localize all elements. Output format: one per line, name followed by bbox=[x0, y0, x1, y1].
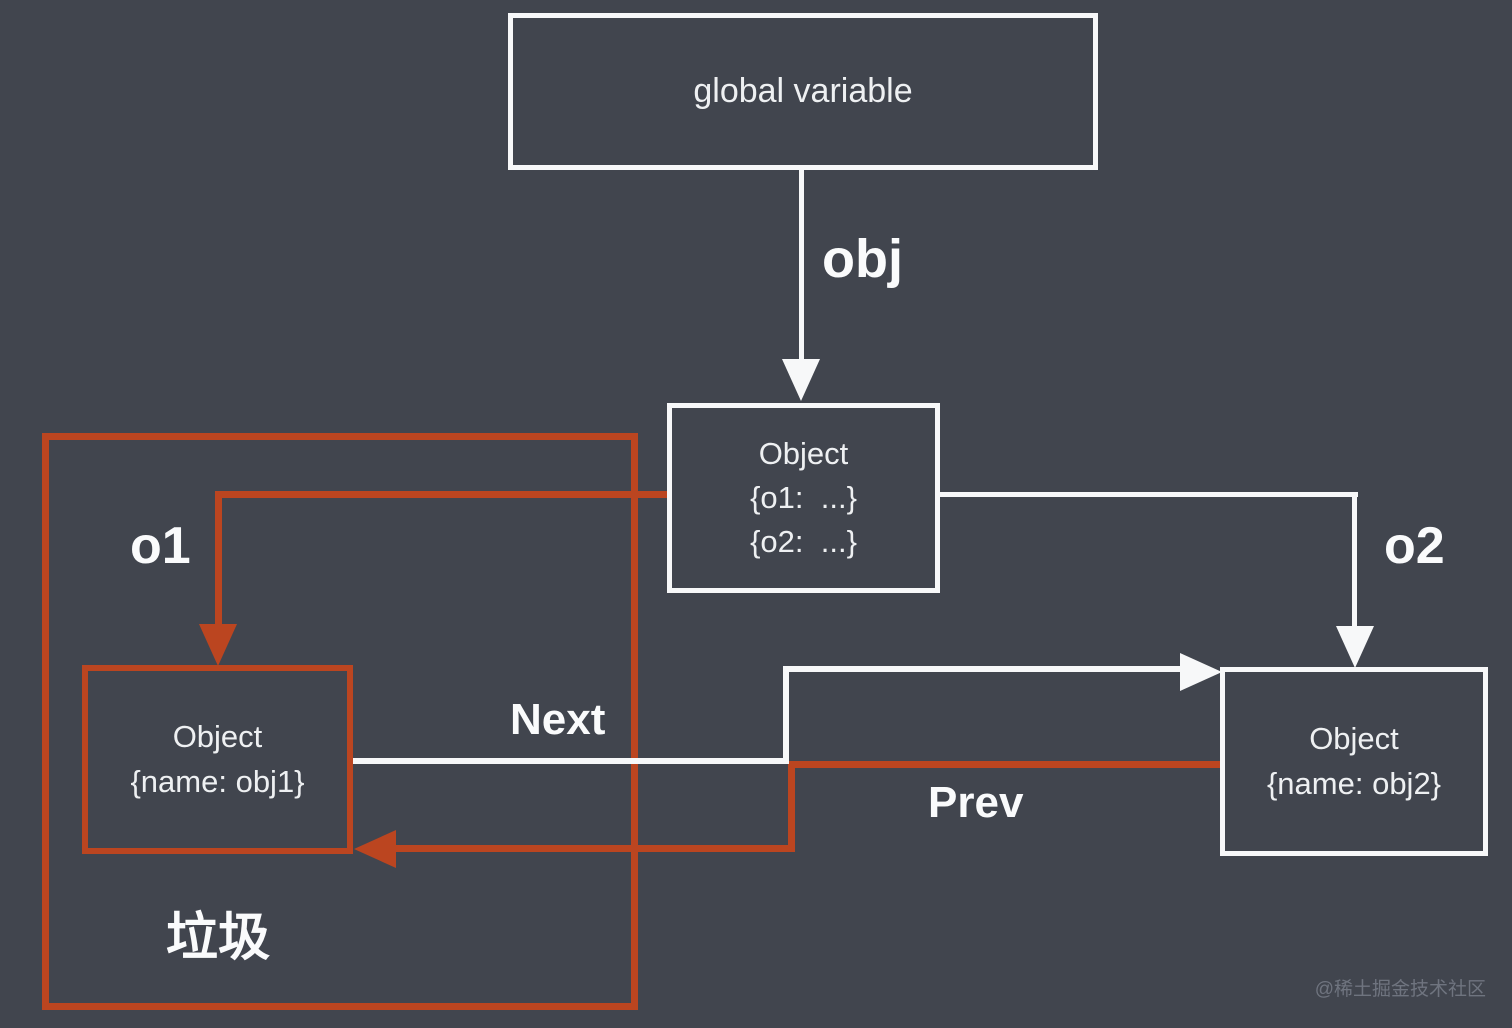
o2-arrowhead-icon bbox=[1336, 626, 1374, 668]
o1-arrowhead-icon bbox=[199, 624, 237, 666]
edge-next-line-to-obj2 bbox=[783, 666, 1184, 672]
edge-o2-line-vertical bbox=[1352, 492, 1357, 628]
edge-next-line-from-obj1 bbox=[352, 758, 789, 764]
node-root-object: Object {o1: ...} {o2: ...} bbox=[667, 403, 940, 593]
edge-prev-line-to-obj1 bbox=[394, 845, 795, 852]
edge-o1-line-horizontal bbox=[215, 491, 668, 498]
edge-label-obj: obj bbox=[822, 229, 903, 289]
root-object-prop-o2: {o2: ...} bbox=[750, 524, 857, 559]
node-obj2: Object {name: obj2} bbox=[1220, 667, 1488, 856]
root-object-title: Object bbox=[758, 435, 849, 471]
edge-label-o1: o1 bbox=[130, 517, 191, 575]
obj2-title: Object bbox=[1309, 721, 1399, 757]
node-global-variable: global variable bbox=[508, 13, 1098, 170]
obj2-prop-name: {name: obj2} bbox=[1266, 765, 1442, 801]
prev-arrowhead-icon bbox=[354, 830, 396, 868]
obj1-prop-name: {name: obj1} bbox=[130, 763, 305, 799]
garbage-label: 垃圾 bbox=[166, 909, 271, 967]
edge-label-prev: Prev bbox=[928, 778, 1024, 827]
obj1-title: Object bbox=[172, 719, 263, 755]
edge-prev-line-vertical bbox=[788, 761, 795, 852]
edge-o2-line-horizontal bbox=[938, 492, 1358, 497]
obj-arrowhead-icon bbox=[782, 359, 820, 401]
global-variable-label: global variable bbox=[693, 72, 913, 111]
edge-next-line-vertical bbox=[783, 666, 789, 764]
next-arrowhead-icon bbox=[1180, 653, 1222, 691]
root-object-prop-o1: {o1: ...} bbox=[750, 479, 857, 515]
node-obj1: Object {name: obj1} bbox=[82, 665, 353, 854]
edge-o1-line-vertical bbox=[215, 491, 222, 624]
edge-label-o2: o2 bbox=[1384, 517, 1445, 575]
watermark-text: @稀土掘金技术社区 bbox=[1314, 979, 1486, 1000]
edge-prev-line-from-obj2 bbox=[791, 761, 1220, 768]
garbage-region-outline bbox=[42, 433, 638, 1010]
edge-obj-line bbox=[799, 170, 804, 362]
edge-label-next: Next bbox=[510, 695, 606, 744]
